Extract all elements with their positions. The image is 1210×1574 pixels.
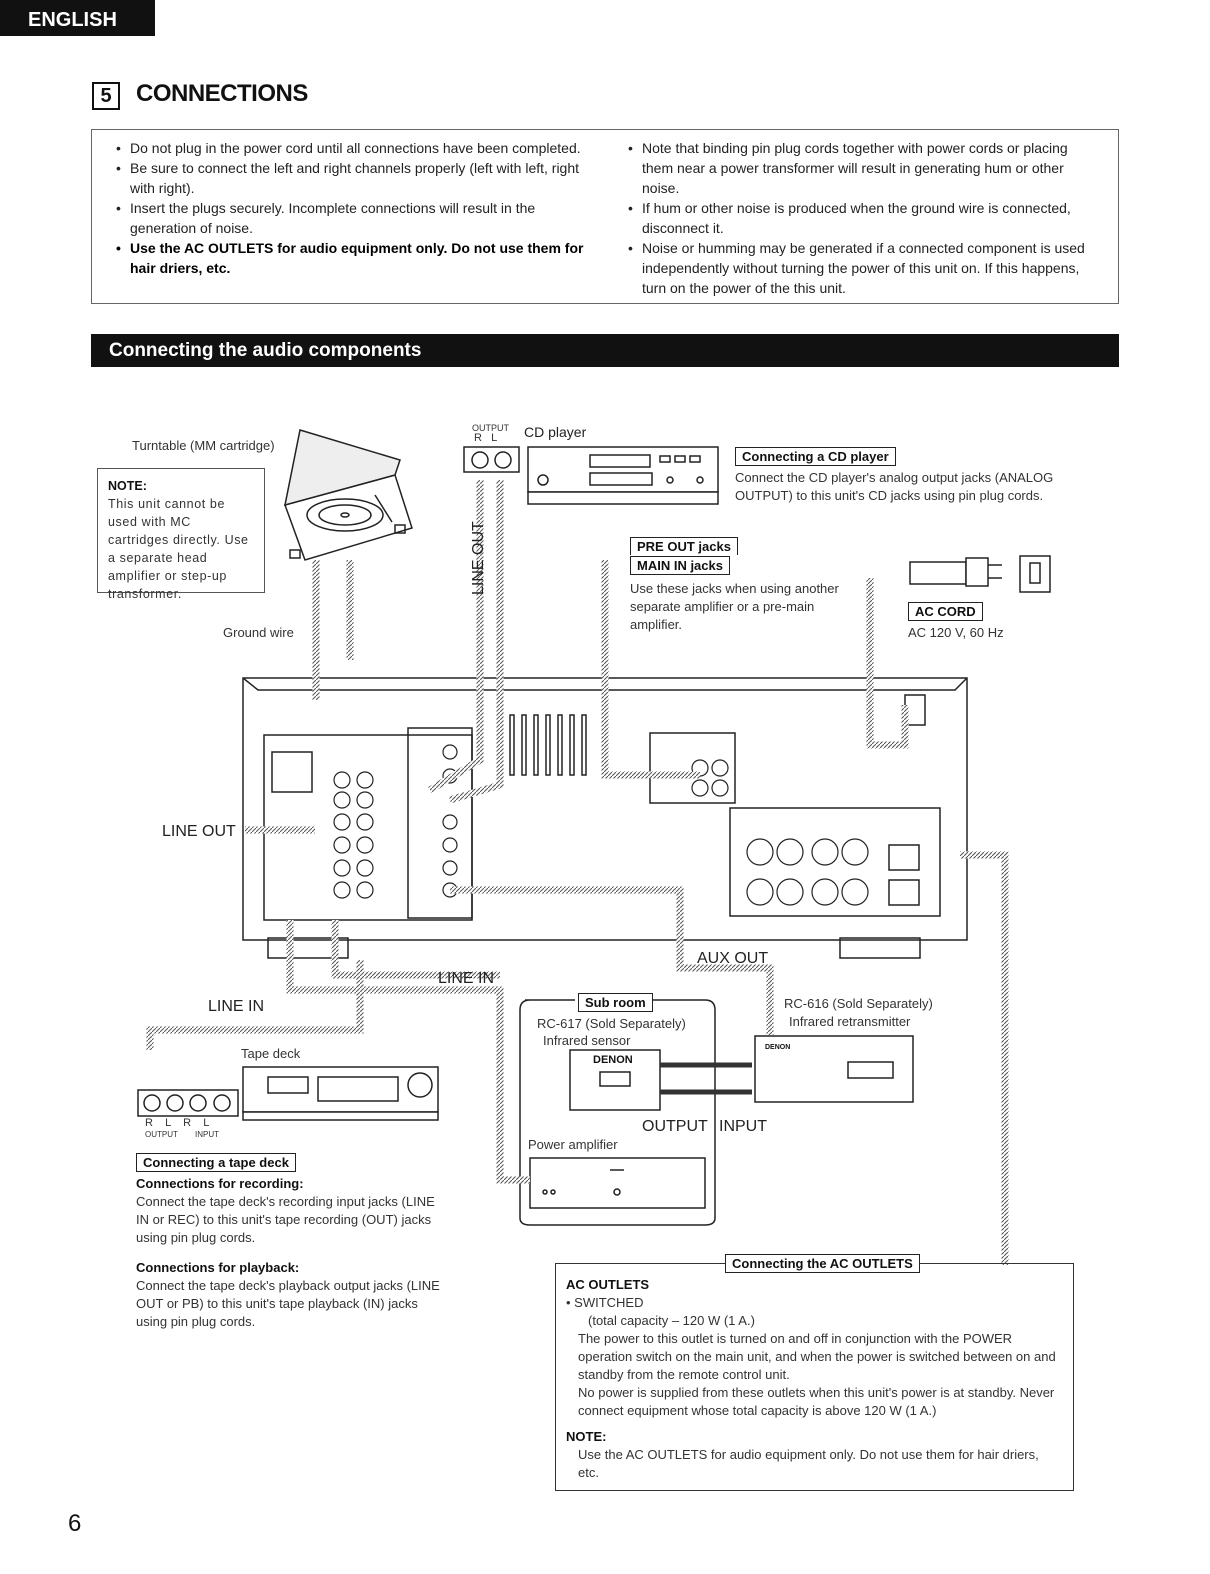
tape-rl-label: R L R L	[145, 1117, 210, 1129]
pb-title: Connections for playback:	[136, 1260, 300, 1275]
ground-wire-label: Ground wire	[223, 625, 294, 640]
main-in-label: MAIN IN jacks	[630, 556, 730, 575]
connecting-cd-text: Connect the CD player's analog output ja…	[735, 470, 1054, 503]
connecting-cd-title: Connecting a CD player	[735, 447, 896, 466]
cd-output-label: OUTPUT	[472, 423, 509, 433]
tape-section-title: Connecting a tape deck	[136, 1153, 296, 1172]
pre-main-text: Use these jacks when using another separ…	[630, 581, 839, 632]
sub-room-box	[519, 999, 914, 1226]
section-heading-bar: Connecting the audio components	[91, 334, 1119, 367]
ac-desc1: The power to this outlet is turned on an…	[578, 1331, 1056, 1382]
language-tab: ENGLISH	[0, 0, 155, 36]
pre-out-label: PRE OUT jacks	[630, 537, 738, 555]
cd-rl-label: R L	[474, 432, 498, 444]
rc616-label: RC-616 (Sold Separately)	[784, 996, 933, 1011]
tape-input-label: INPUT	[195, 1130, 219, 1139]
caution-item: Note that binding pin plug cords togethe…	[624, 138, 1099, 198]
sub-room-label: Sub room	[578, 993, 653, 1012]
page-title: CONNECTIONS	[136, 80, 308, 107]
rec-text: Connect the tape deck's recording input …	[136, 1194, 435, 1245]
ac-switched: • SWITCHED	[566, 1295, 644, 1310]
note-text: This unit cannot be used with MC cartrid…	[108, 497, 249, 601]
cd-player-illustration	[463, 446, 719, 505]
note-title: NOTE:	[108, 479, 147, 493]
tape-deck-illustration	[137, 1066, 439, 1121]
caution-item: If hum or other noise is produced when t…	[624, 198, 1099, 238]
caution-item: Noise or humming may be generated if a c…	[624, 238, 1099, 298]
cautions-box: Do not plug in the power cord until all …	[91, 129, 1119, 304]
line-in-left-label: LINE IN	[208, 998, 265, 1015]
input-label: INPUT	[719, 1118, 767, 1135]
denon-logo-sensor: DENON	[593, 1054, 633, 1066]
cd-player-label: CD player	[524, 424, 587, 440]
denon-logo-retransmitter: DENON	[765, 1044, 791, 1051]
mc-cartridge-note: NOTE: This unit cannot be used with MC c…	[97, 468, 265, 601]
rec-title: Connections for recording:	[136, 1176, 304, 1191]
ac-plug-illustration	[909, 555, 1051, 593]
power-amplifier-label: Power amplifier	[528, 1137, 618, 1152]
ac-outlets-box-title: Connecting the AC OUTLETS	[725, 1254, 920, 1273]
aux-out-label: AUX OUT	[697, 950, 769, 967]
tape-section-text: Connections for recording: Connect the t…	[136, 1175, 446, 1331]
tape-output-label: OUTPUT	[145, 1130, 178, 1139]
ac-note-text: Use the AC OUTLETS for audio equipment o…	[578, 1447, 1039, 1480]
turntable-label: Turntable (MM cartridge)	[132, 438, 275, 453]
caution-item: Be sure to connect the left and right ch…	[112, 158, 587, 198]
rc617-label: RC-617 (Sold Separately)	[537, 1016, 686, 1031]
tape-deck-label: Tape deck	[241, 1046, 301, 1061]
ac-outlets-box: AC OUTLETS • SWITCHED (total capacity – …	[555, 1263, 1074, 1491]
caution-item: Insert the plugs securely. Incomplete co…	[112, 198, 587, 238]
ac-capacity: (total capacity – 120 W (1 A.)	[588, 1313, 755, 1328]
cautions-left: Do not plug in the power cord until all …	[112, 138, 587, 278]
section-number: 5	[92, 82, 120, 110]
caution-item: Do not plug in the power cord until all …	[112, 138, 587, 158]
pb-text: Connect the tape deck's playback output …	[136, 1278, 440, 1329]
output-label: OUTPUT	[642, 1118, 708, 1135]
infrared-retransmitter-label: Infrared retransmitter	[789, 1014, 911, 1029]
ac-cord-label: AC CORD	[908, 602, 983, 621]
page-number: 6	[68, 1510, 82, 1537]
turntable-illustration	[284, 429, 413, 561]
ac-desc2: No power is supplied from these outlets …	[578, 1385, 1055, 1418]
ac-outlets-heading: AC OUTLETS	[566, 1277, 650, 1292]
line-out-left-label: LINE OUT	[162, 823, 236, 840]
line-out-vertical-label: LINE OUT	[470, 521, 487, 595]
ac-spec-label: AC 120 V, 60 Hz	[908, 625, 1004, 640]
infrared-sensor-label: Infrared sensor	[543, 1033, 631, 1048]
line-in-center-label: LINE IN	[438, 970, 495, 987]
caution-item-bold: Use the AC OUTLETS for audio equipment o…	[112, 238, 587, 278]
ac-note-title: NOTE:	[566, 1429, 607, 1444]
cautions-right: Note that binding pin plug cords togethe…	[624, 138, 1099, 298]
